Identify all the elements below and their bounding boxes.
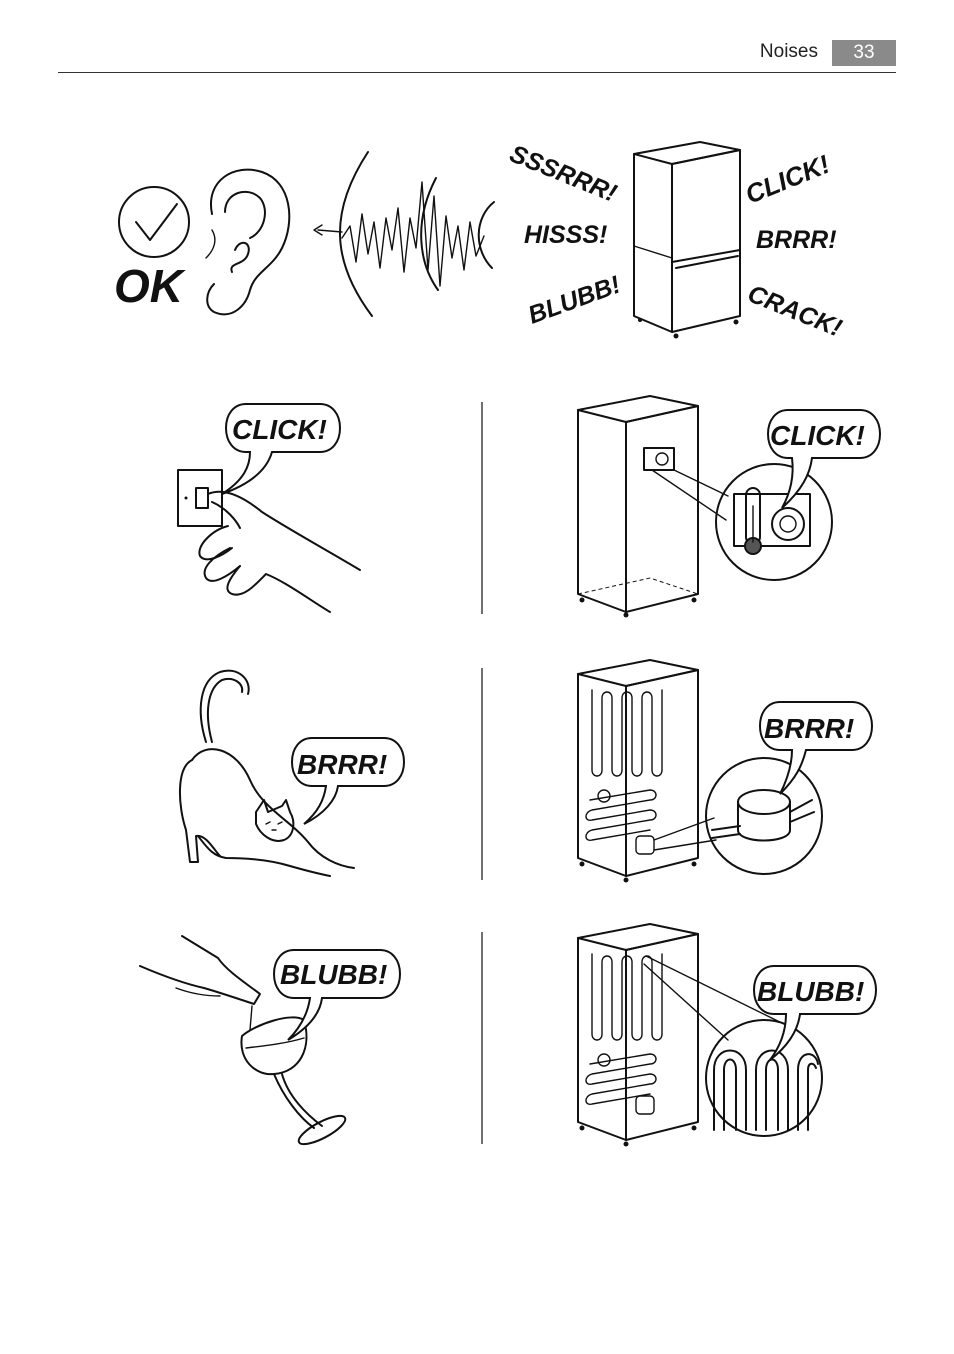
light-switch-illustration	[177, 469, 361, 613]
speech-bubble: BLUBB!	[272, 949, 402, 1041]
sound-blubb: BLUBB!	[524, 271, 624, 330]
hero-illustration: OK SSSRRR! HISSS! BLUBB!	[114, 140, 846, 343]
bubble-text: BLUBB!	[280, 959, 387, 990]
cat-illustration	[179, 669, 355, 877]
sound-crack: CRACK!	[744, 280, 846, 343]
fridge-rear-compressor-illustration	[577, 659, 823, 883]
fridge-thermostat-illustration	[577, 395, 833, 618]
section-title: Noises	[759, 41, 818, 62]
fridge-icon	[633, 141, 741, 339]
sound-hisss: HISSS!	[524, 221, 607, 249]
speech-bubble: CLICK!	[766, 409, 882, 509]
speech-bubble: BLUBB!	[752, 965, 878, 1061]
fridge-rear-coils-illustration	[577, 923, 823, 1147]
speech-bubble: CLICK!	[221, 403, 342, 495]
check-icon	[118, 186, 190, 258]
bubble-text: BRRR!	[297, 749, 387, 780]
sound-wave-icon	[339, 151, 495, 317]
bubble-text: BRRR!	[764, 713, 854, 744]
sound-click: CLICK!	[741, 149, 834, 210]
bubble-text: BLUBB!	[757, 976, 864, 1007]
sound-sssrrr: SSSRRR!	[506, 140, 621, 208]
speech-bubble: BRRR!	[758, 701, 874, 795]
sound-brrr: BRRR!	[756, 226, 837, 254]
page-number: 33	[832, 40, 896, 66]
ear-icon	[205, 168, 291, 316]
speech-bubble: BRRR!	[290, 737, 406, 825]
page-header: Noises 33	[58, 40, 896, 73]
ok-label: OK	[114, 260, 186, 312]
bubble-text: CLICK!	[232, 414, 327, 445]
bubble-text: CLICK!	[770, 420, 865, 451]
wine-pouring-illustration	[139, 935, 347, 1146]
